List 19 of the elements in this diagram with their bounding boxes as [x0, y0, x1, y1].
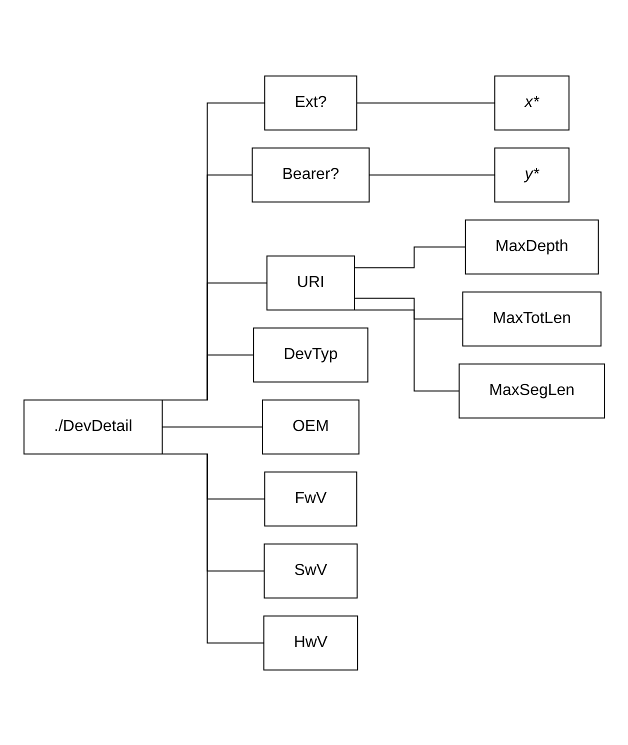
node-box: Bearer?: [251, 147, 370, 202]
connector: [356, 102, 495, 103]
node-box: y*: [494, 147, 570, 202]
node-box: FwV: [264, 471, 357, 526]
connector: [161, 426, 263, 427]
node-box: MaxDepth: [464, 219, 599, 274]
node-box: MaxTotLen: [462, 291, 602, 346]
node-box: x*: [494, 75, 570, 130]
node-box: URI: [266, 255, 355, 310]
connector: [354, 246, 466, 268]
connector: [354, 297, 463, 319]
node-box: Ext?: [264, 75, 357, 130]
connector: [368, 174, 495, 175]
node-box: ./DevDetail: [23, 399, 162, 454]
node-box: HwV: [263, 615, 358, 670]
node-box: SwV: [263, 543, 358, 598]
node-box: MaxSegLen: [458, 363, 605, 418]
node-box: OEM: [262, 399, 360, 454]
node-box: DevTyp: [252, 327, 368, 382]
